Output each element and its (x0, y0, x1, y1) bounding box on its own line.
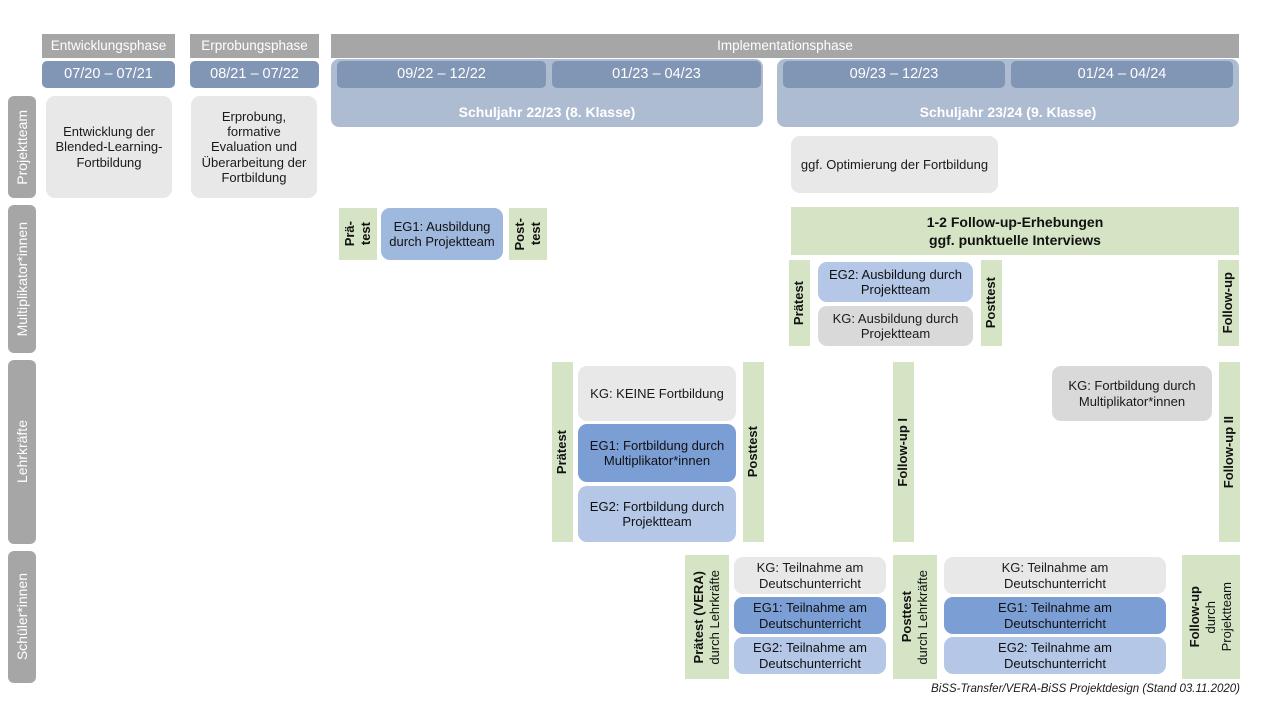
posttest-part1: Post- (511, 217, 527, 251)
banner-followup-line2: ggf. punktuelle Interviews (929, 232, 1101, 248)
test-bar-multiplikatoren-followup: Follow-up (1218, 260, 1239, 346)
card-entwicklung-fortbildung: Entwicklung der Blended-Learning-Fortbil… (46, 96, 172, 198)
period-chip-0721: 07/20 – 07/21 (42, 61, 175, 88)
period-chip-0124: 01/24 – 04/24 (1011, 61, 1233, 88)
test-bar-lehrkraefte-posttest: Posttest (743, 362, 764, 542)
footer-source-note: BiSS-Transfer/VERA-BiSS Projektdesign (S… (931, 683, 1240, 695)
banner-followup-erhebungen: 1-2 Follow-up-Erhebungen ggf. punktuelle… (791, 207, 1239, 255)
sidebar-role-lehrkraefte-label: Lehrkräfte (13, 420, 30, 484)
card-schueler-eg1-left: EG1: Teilnahme am Deutschunterricht (734, 597, 886, 634)
card-erprobung-evaluation: Erprobung, formative Evaluation und Über… (191, 96, 317, 198)
posttest2-label: Posttest (983, 277, 999, 329)
praetest-part2: test (358, 222, 373, 246)
phase-header-implementationsphase: Implementationsphase (331, 34, 1239, 58)
sidebar-role-projektteam: Projektteam (8, 96, 36, 198)
test-bar-schueler-posttest: Posttest durch Lehrkräfte (893, 555, 937, 679)
sidebar-role-projektteam-label: Projektteam (13, 109, 30, 185)
test-bar-schueler-praetest: Prätest (VERA) durch Lehrkräfte (685, 555, 729, 679)
period-chip-0822: 08/21 – 07/22 (190, 61, 319, 88)
period-chip-0923: 09/23 – 12/23 (783, 61, 1005, 88)
schueler-posttest-sub: durch Lehrkräfte (915, 569, 930, 665)
sidebar-role-lehrkraefte: Lehrkräfte (8, 360, 36, 544)
schueler-praetest-sub: durch Lehrkräfte (707, 569, 722, 665)
card-optimierung-fortbildung: ggf. Optimierung der Fortbildung (791, 136, 998, 193)
card-eg1-ausbildung-projektteam: EG1: Ausbildung durch Projektteam (381, 208, 503, 260)
card-eg2-fortbildung-projektteam: EG2: Fortbildung durch Projektteam (578, 486, 736, 542)
praetest-part1: Prä- (341, 221, 357, 247)
school-year-2223-label: Schuljahr 22/23 (8. Klasse) (458, 104, 636, 120)
schueler-praetest-main: Prätest (VERA) (690, 570, 706, 664)
test-bar-multiplikatoren-praetest2: Prätest (789, 260, 810, 346)
sidebar-role-schueler: Schüler*innen (8, 551, 36, 683)
school-year-2324-label: Schuljahr 23/24 (9. Klasse) (919, 104, 1097, 120)
test-bar-lehrkraefte-praetest: Prätest (552, 362, 573, 542)
card-schueler-eg2-left: EG2: Teilnahme am Deutschunterricht (734, 637, 886, 674)
banner-followup-line1: 1-2 Follow-up-Erhebungen (926, 213, 1104, 230)
phase-header-erprobungsphase: Erprobungsphase (190, 34, 319, 58)
lehrkraefte-followup1-label: Follow-up I (895, 417, 911, 487)
praetest2-label: Prätest (791, 280, 807, 326)
card-schueler-kg-right: KG: Teilnahme am Deutschunterricht (944, 557, 1166, 594)
schueler-followup-sub2: Projektteam (1219, 582, 1235, 652)
test-bar-multiplikatoren-praetest: Prä- test (339, 208, 377, 260)
card-kg-ausbildung-projektteam: KG: Ausbildung durch Projektteam (818, 306, 973, 346)
lehrkraefte-praetest-label: Prätest (554, 429, 570, 475)
sidebar-role-schueler-label: Schüler*innen (13, 573, 30, 661)
schueler-posttest-main: Posttest (898, 591, 914, 643)
sidebar-role-multiplikatoren: Multiplikator*innen (8, 205, 36, 353)
period-chip-0123: 01/23 – 04/23 (552, 61, 761, 88)
sidebar-role-multiplikatoren-label: Multiplikator*innen (13, 221, 30, 337)
card-schueler-eg2-right: EG2: Teilnahme am Deutschunterricht (944, 637, 1166, 674)
lehrkraefte-followup2-label: Follow-up II (1221, 415, 1237, 489)
phase-header-entwicklungsphase: Entwicklungsphase (42, 34, 175, 58)
card-kg-keine-fortbildung: KG: KEINE Fortbildung (578, 366, 736, 421)
test-bar-lehrkraefte-followup2: Follow-up II (1219, 362, 1240, 542)
multiplikatoren-followup-label: Follow-up (1220, 272, 1236, 334)
period-chip-0922: 09/22 – 12/22 (337, 61, 546, 88)
posttest-part2: test (528, 222, 543, 246)
card-eg1-fortbildung-multiplikatoren: EG1: Fortbildung durch Multiplikator*inn… (578, 424, 736, 482)
lehrkraefte-posttest-label: Posttest (745, 426, 761, 478)
test-bar-lehrkraefte-followup1: Follow-up I (893, 362, 914, 542)
schueler-followup-main: Follow-up (1186, 586, 1202, 648)
test-bar-multiplikatoren-posttest2: Posttest (981, 260, 1002, 346)
test-bar-multiplikatoren-posttest: Post- test (509, 208, 547, 260)
card-kg-fortbildung-multiplikatoren: KG: Fortbildung durch Multiplikator*inne… (1052, 366, 1212, 421)
card-schueler-kg-left: KG: Teilnahme am Deutschunterricht (734, 557, 886, 594)
test-bar-schueler-followup: Follow-up durch Projektteam (1182, 555, 1240, 679)
card-schueler-eg1-right: EG1: Teilnahme am Deutschunterricht (944, 597, 1166, 634)
card-eg2-ausbildung-projektteam: EG2: Ausbildung durch Projektteam (818, 262, 973, 302)
schueler-followup-sub1: durch (1202, 600, 1218, 634)
